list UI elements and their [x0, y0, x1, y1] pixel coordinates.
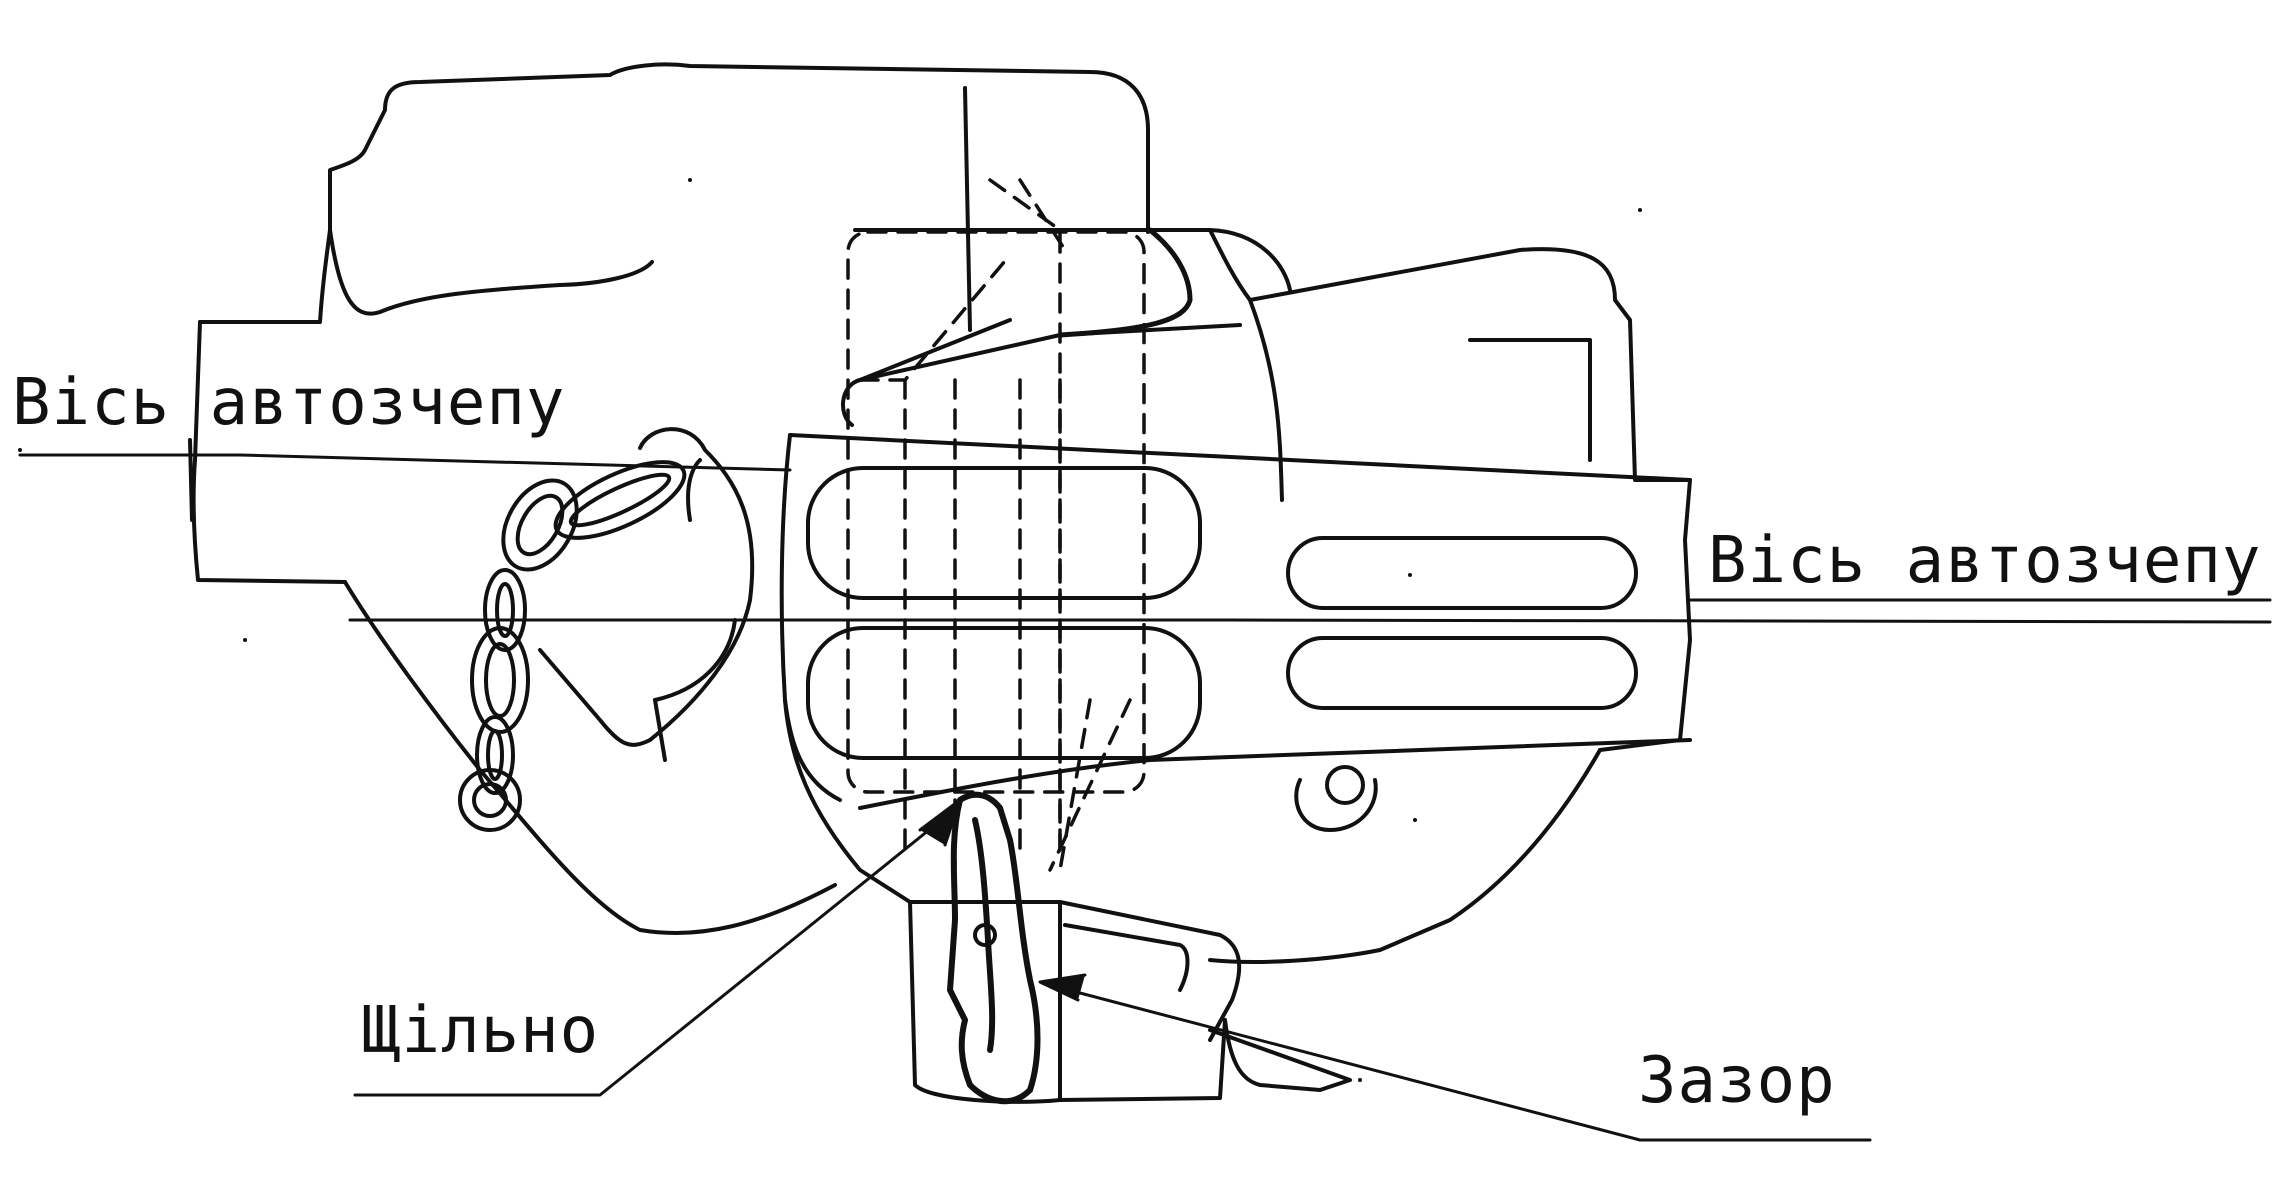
leader-lines — [353, 798, 1872, 1142]
lock-piece — [947, 791, 1041, 1105]
shank-slot-right-upper — [1286, 536, 1638, 610]
arrow-gap — [1038, 973, 1087, 1002]
axis-line-upper — [18, 453, 792, 472]
speckles — [18, 178, 1642, 1082]
coupler-shank — [779, 227, 1692, 810]
hidden-lines — [846, 178, 1146, 872]
coupler-head — [853, 228, 1692, 964]
upper-coupler-body — [188, 62, 1150, 584]
axis-label-right: Вісь автозчепу — [1708, 524, 2262, 598]
label-gap: Зазор — [1638, 1044, 1836, 1118]
lower-body — [343, 580, 1352, 1104]
axis-lines — [18, 453, 2272, 624]
shank-slot-left-upper — [806, 466, 1202, 600]
leader-gap — [1040, 981, 1642, 1142]
shank-slot-left-lower — [806, 626, 1202, 760]
knuckle-opening — [538, 427, 755, 762]
shank-slot-right-lower — [1286, 636, 1638, 710]
chain — [458, 460, 687, 832]
arrow-tight — [918, 798, 962, 847]
axis-label-left: Вісь автозчепу — [12, 366, 566, 440]
label-tight: Щільно — [362, 994, 600, 1068]
leader-tight — [353, 803, 962, 1097]
axis-line-lower — [348, 618, 2272, 624]
